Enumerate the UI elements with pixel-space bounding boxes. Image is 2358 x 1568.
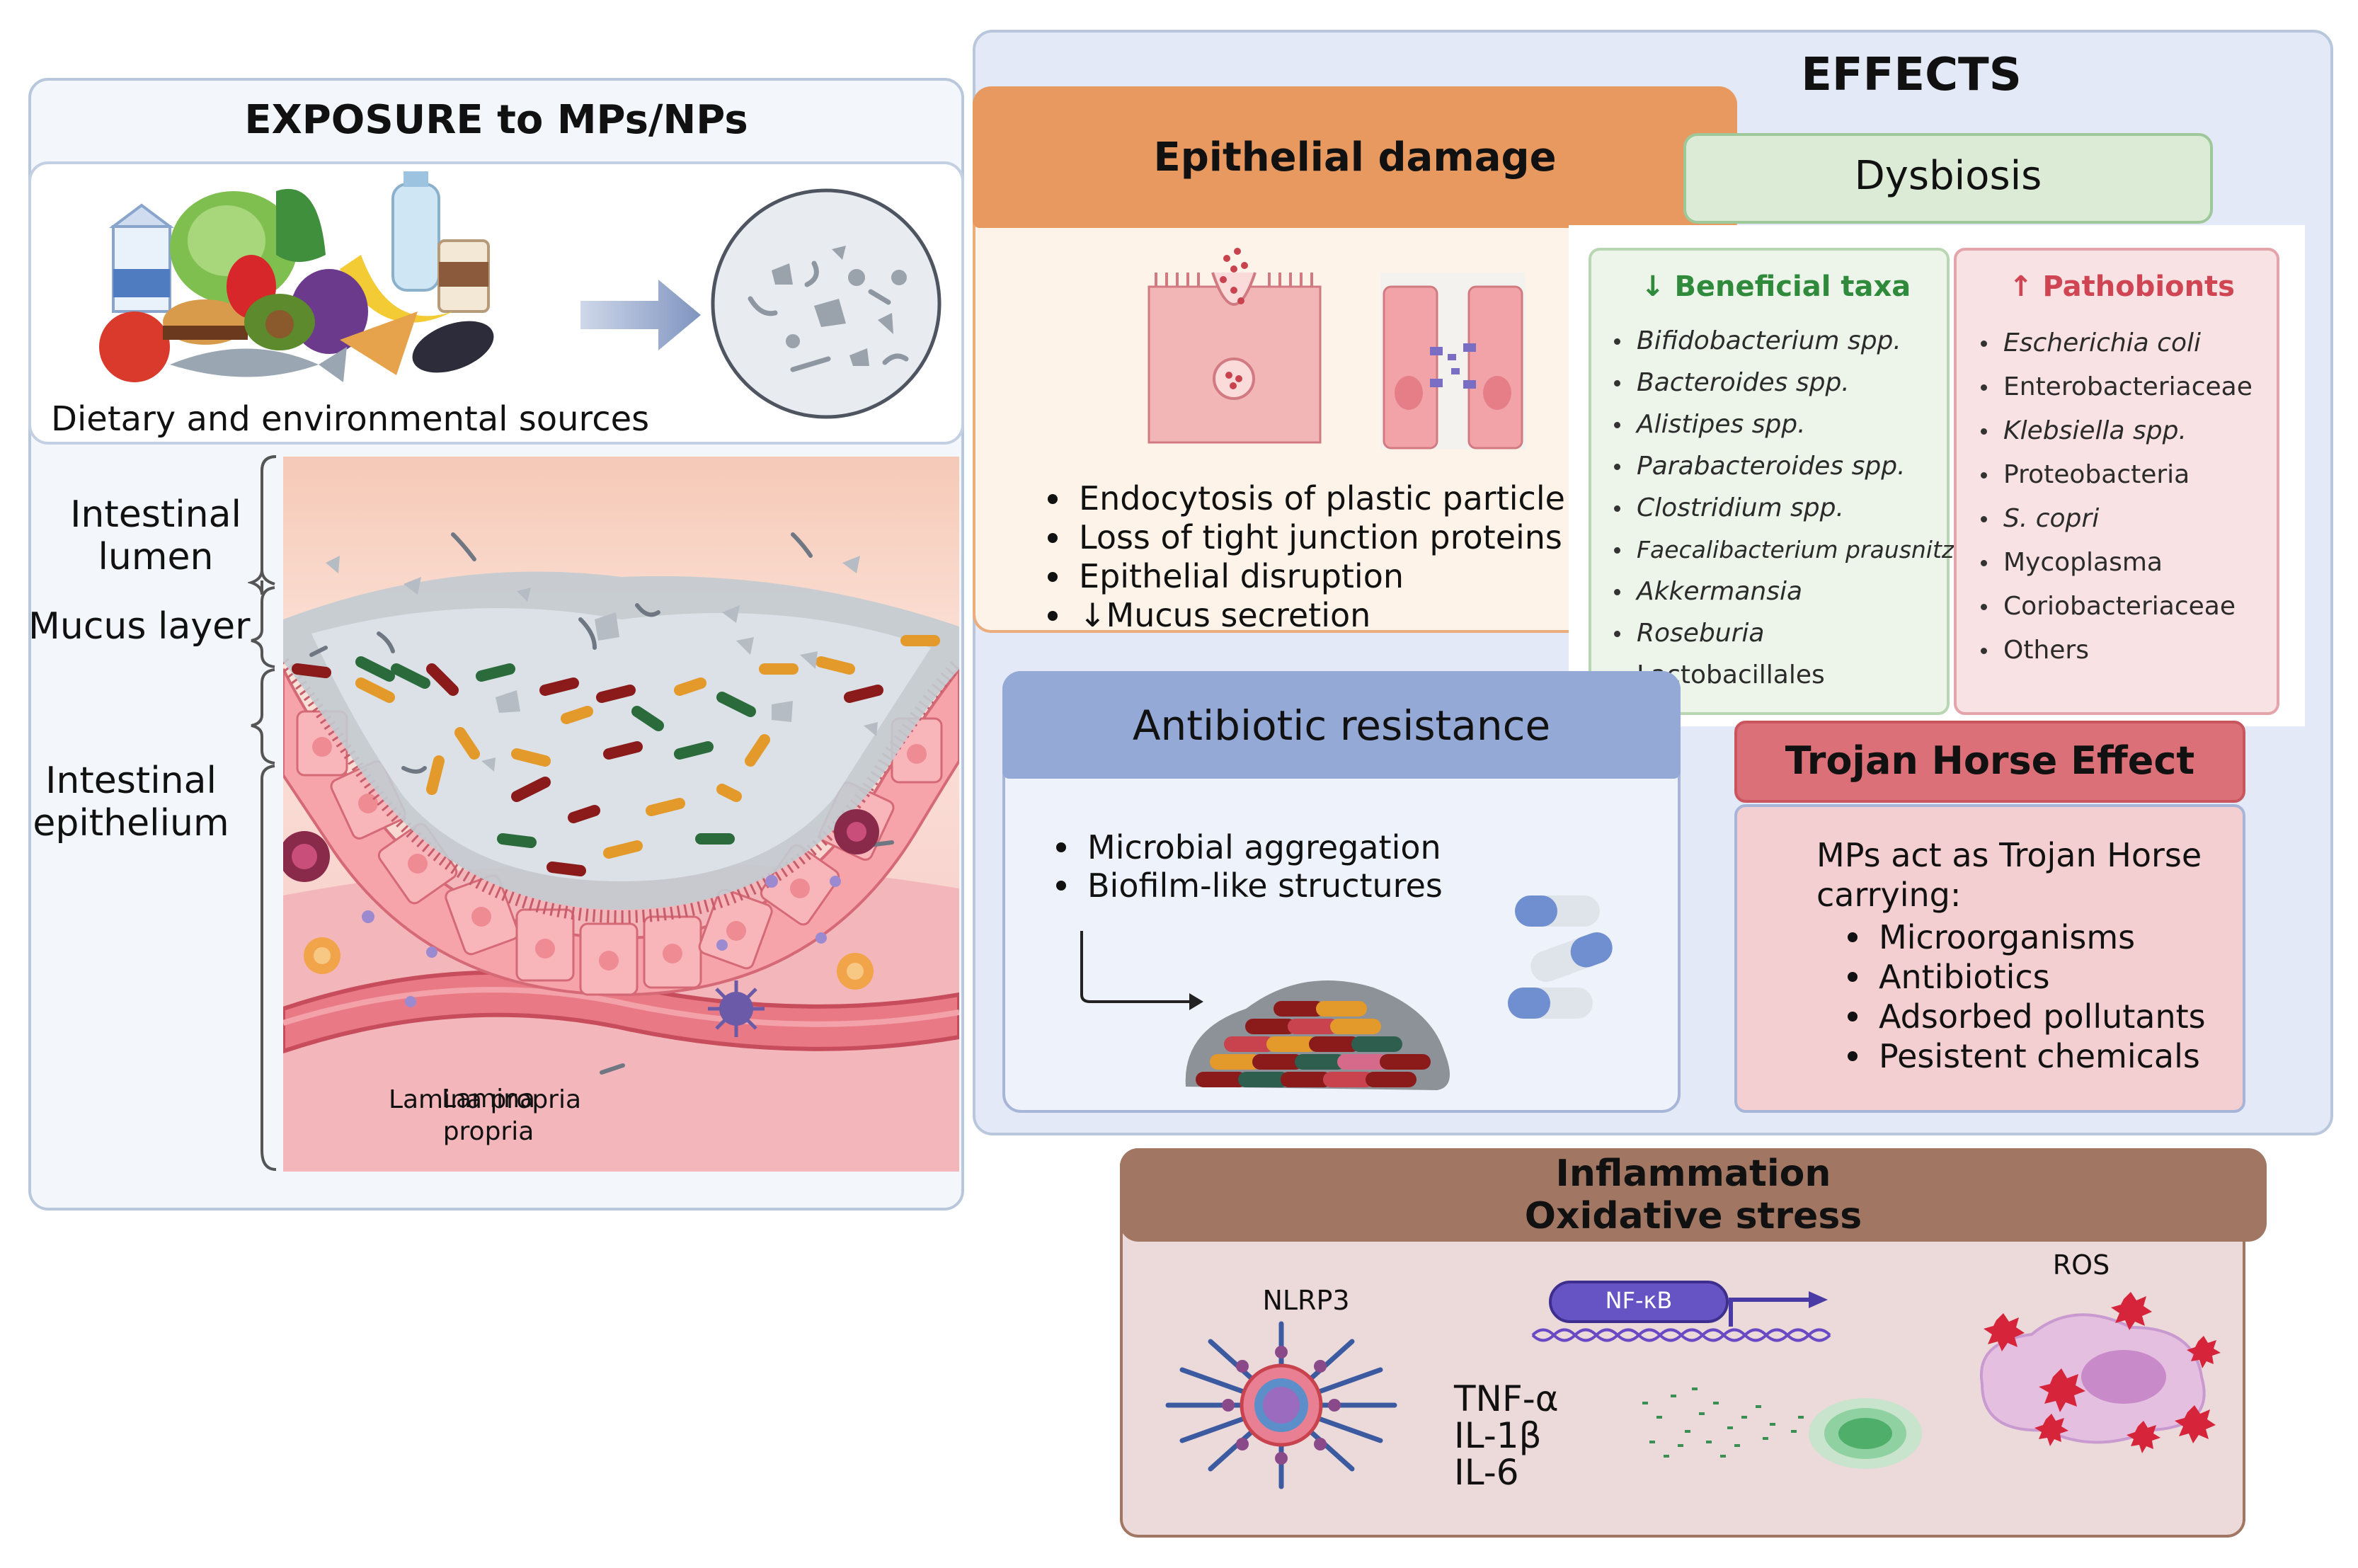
inflammation-header (1120, 1148, 2267, 1242)
dysbiosis-title: Dysbiosis (1854, 153, 2042, 199)
effects-title: EFFECTS (1801, 49, 2022, 101)
arrow-right-icon (580, 280, 701, 350)
cytokine-item: IL-6 (1454, 1452, 1519, 1493)
label-lamina-propria: Lamina propria (389, 1085, 581, 1114)
taxa-item: Bacteroides spp. (1608, 362, 1967, 404)
apple-icon (99, 311, 170, 382)
antibiotic-item: Biofilm-like structures (1051, 866, 1443, 905)
inflammation-title-line2: Oxidative stress (1524, 1195, 1862, 1237)
inflammation-title-line1: Inflammation (1555, 1152, 1831, 1195)
epithelial-damage-title: Epithelial damage (1153, 135, 1557, 181)
ros-cell-icon (1979, 1292, 2221, 1453)
epithelial-item: Loss of tight junction proteins (1042, 518, 1565, 557)
trojan-horse-header (1734, 721, 2245, 803)
fish-icon (170, 348, 319, 377)
antibiotic-resistance-list: Microbial aggregation Biofilm-like struc… (1051, 828, 1443, 905)
cytokine-release-icon (1642, 1387, 1922, 1469)
trojan-item: Adsorbed pollutants (1842, 997, 2206, 1036)
pathobionts-title: ↑ Pathobionts (2009, 270, 2235, 303)
tight-junction-illustration (1380, 273, 1526, 450)
taxa-item: Klebsiella spp. (1975, 409, 2253, 453)
nfkb-label: NF-κB (1605, 1287, 1673, 1314)
trojan-horse-list: Microorganisms Antibiotics Adsorbed poll… (1842, 917, 2206, 1076)
trojan-intro-line1: MPs act as Trojan Horse (1816, 836, 2202, 874)
lamina-propria-text: Lamina propria (441, 1085, 536, 1146)
pathobionts-box (1954, 248, 2279, 715)
trojan-horse-title: Trojan Horse Effect (1785, 738, 2195, 783)
trojan-intro-line2: carrying: (1816, 876, 1962, 914)
epithelial-item: ↓Mucus secretion (1042, 596, 1565, 635)
trojan-horse-body (1734, 804, 2245, 1113)
trojan-horse-intro: MPs act as Trojan Horse carrying: (1816, 835, 2202, 915)
layer-brackets (248, 455, 277, 1171)
banana-icon (340, 255, 453, 323)
food-sources-illustration (99, 171, 494, 382)
epithelial-damage-header (973, 86, 1737, 228)
intestine-cross-section: Lamina propria (283, 457, 959, 1172)
epithelial-damage-list: Endocytosis of plastic particle Loss of … (1042, 479, 1565, 635)
taxa-item: Faecalibacterium prausnitzii (1608, 529, 1967, 571)
bottle-icon (391, 183, 440, 292)
trojan-item: Antibiotics (1842, 957, 2206, 997)
taxa-item: Coriobacteriaceae (1975, 585, 2253, 629)
taxa-item: Clostridium spp. (1608, 487, 1967, 529)
taxa-item: Parabacteroides spp. (1608, 445, 1967, 487)
dysbiosis-header (1683, 133, 2213, 224)
taxa-item: S. copri (1975, 497, 2253, 541)
trojan-item: Microorganisms (1842, 917, 2206, 957)
antibiotic-resistance-header (1002, 671, 1681, 779)
exposure-title: EXPOSURE to MPs/NPs (244, 97, 748, 143)
beneficial-taxa-title: ↓ Beneficial taxa (1641, 270, 1911, 303)
epithelial-item: Epithelial disruption (1042, 557, 1565, 596)
microplastics-dish-icon (711, 188, 942, 419)
epithelial-item: Endocytosis of plastic particle (1042, 479, 1565, 518)
beneficial-taxa-box (1589, 248, 1950, 715)
nfkb-dna-icon (1531, 1281, 1831, 1342)
antibiotic-item: Microbial aggregation (1051, 828, 1443, 866)
cytokine-item: TNF-α (1454, 1378, 1559, 1419)
taxa-item: Others (1975, 629, 2253, 673)
cytokine-list: TNF-α IL-1β IL-6 (1454, 1380, 1559, 1491)
antibiotic-resistance-title: Antibiotic resistance (1132, 702, 1551, 750)
nlrp3-label: NLRP3 (1262, 1285, 1350, 1316)
label-intestinal-lumen: Intestinal lumen (70, 493, 241, 578)
endocytosis-illustration (1147, 248, 1322, 444)
taxa-item: Bifidobacterium spp. (1608, 320, 1967, 362)
taxa-item: Mycoplasma (1975, 541, 2253, 585)
mussel-icon (412, 321, 494, 373)
nlrp3-inflammasome-icon (1165, 1321, 1397, 1489)
sources-label: Dietary and environmental sources (51, 399, 650, 439)
pathobionts-list: Escherichia coli Enterobacteriaceae Kleb… (1975, 321, 2253, 673)
taxa-item: Akkermansia (1608, 571, 1967, 612)
cytokine-item: IL-1β (1454, 1415, 1542, 1456)
taxa-item: Alistipes spp. (1608, 404, 1967, 445)
label-intestinal-epithelium: Intestinal epithelium (33, 760, 229, 845)
taxa-item: Enterobacteriaceae (1975, 365, 2253, 409)
capsule-icon (1508, 895, 1613, 1019)
ros-label: ROS (2052, 1249, 2110, 1281)
inflammation-title: Inflammation Oxidative stress (1120, 1152, 2267, 1237)
taxa-item: Escherichia coli (1975, 321, 2253, 365)
pizza-icon (340, 311, 418, 375)
beneficial-taxa-list: Bifidobacterium spp. Bacteroides spp. Al… (1608, 320, 1967, 696)
taxa-item: Proteobacteria (1975, 453, 2253, 497)
taxa-item: Roseburia (1608, 612, 1967, 654)
label-mucus-layer: Mucus layer (28, 605, 251, 648)
biofilm-illustration (1080, 895, 1613, 1090)
trojan-item: Pesistent chemicals (1842, 1036, 2206, 1076)
